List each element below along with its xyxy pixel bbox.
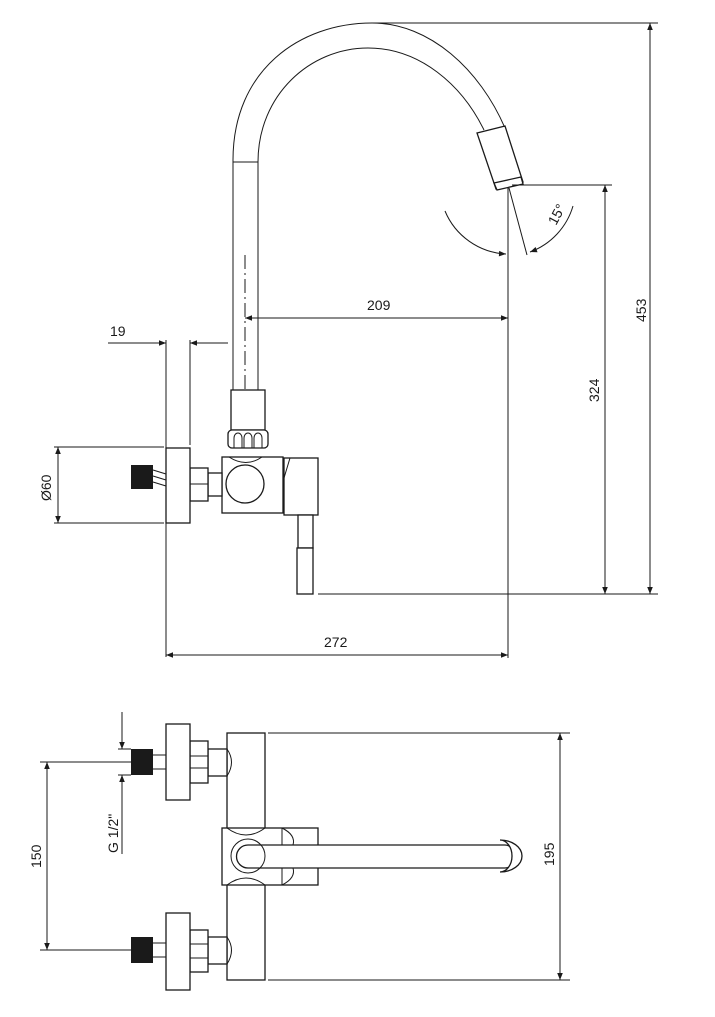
knurled-nut — [227, 429, 269, 449]
top-inlet-thread — [131, 749, 153, 775]
handle — [283, 457, 319, 516]
dim-209-label: 209 — [367, 297, 391, 313]
side-view: 19 209 272 324 453 Ø60 1 — [38, 22, 658, 658]
bottom-inlet-thread — [131, 937, 153, 963]
dim-324-label: 324 — [586, 378, 602, 402]
dim-diameter-60-label: Ø60 — [38, 474, 54, 501]
dimensions-top: 195 150 G 1/2" — [28, 712, 570, 981]
dim-272-label: 272 — [324, 634, 348, 650]
top-flange — [165, 723, 191, 801]
dim-150-label: 150 — [28, 844, 44, 868]
inlet-thread — [131, 465, 153, 489]
top-view: 195 150 G 1/2" — [28, 712, 570, 991]
wall-flange — [165, 447, 191, 524]
bottom-flange — [165, 912, 191, 991]
lever — [297, 514, 314, 549]
dim-thread-label: G 1/2" — [105, 814, 121, 853]
spout-top — [235, 844, 516, 869]
spout — [232, 22, 524, 392]
dim-19-label: 19 — [110, 323, 126, 339]
dim-453-label: 453 — [633, 298, 649, 322]
dimensions-side: 19 209 272 324 453 Ø60 1 — [38, 22, 658, 658]
faucet-body — [131, 389, 319, 595]
dim-195-label: 195 — [541, 842, 557, 866]
